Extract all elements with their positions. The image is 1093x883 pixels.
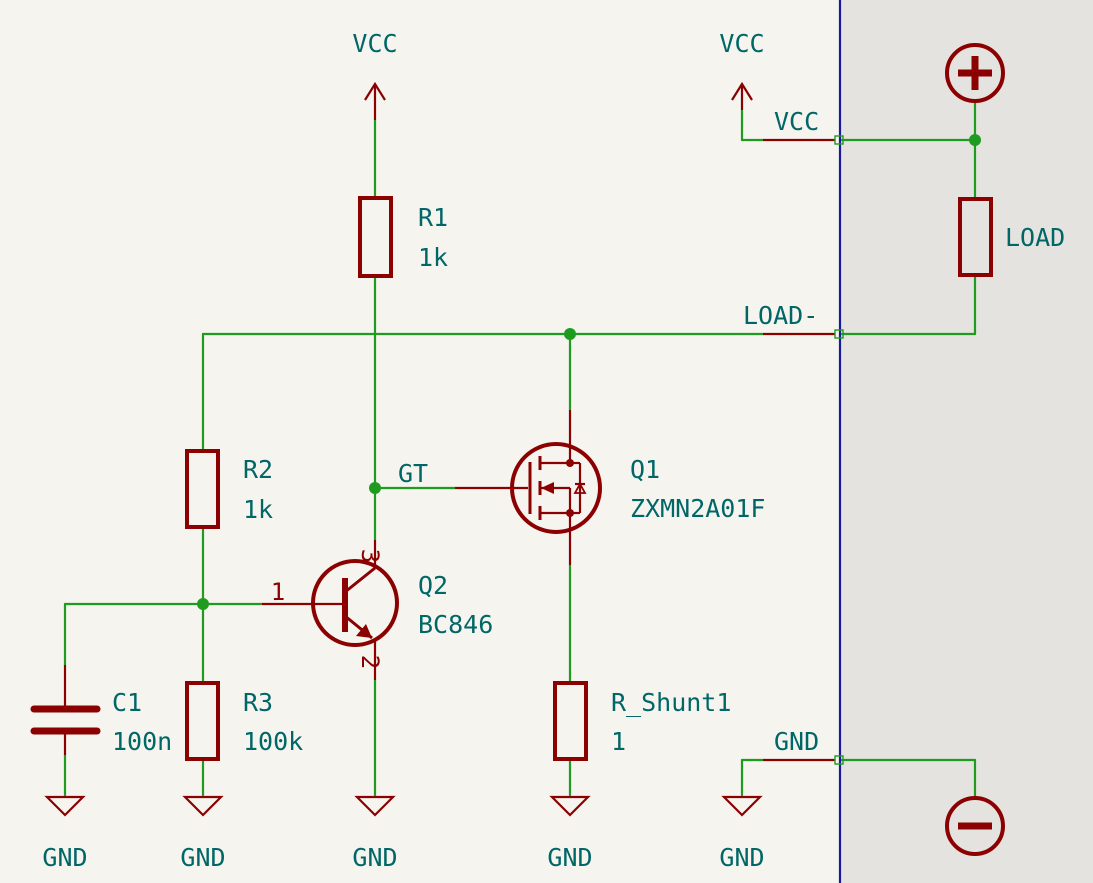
net-label-load-minus: LOAD- [743, 301, 818, 330]
q1-ref: Q1 [630, 455, 660, 484]
q2-ref: Q2 [418, 571, 448, 600]
gnd-label: GND [42, 843, 87, 872]
net-label-gate: GT [398, 459, 428, 488]
resistor-r3[interactable]: R3 100k [185, 681, 303, 761]
gnd-label: GND [180, 843, 225, 872]
capacitor-c1[interactable]: C1 100n [30, 665, 172, 756]
minus-terminal-icon[interactable] [945, 796, 1005, 856]
load-ref: LOAD [1005, 223, 1065, 252]
gnd-symbol-rshunt[interactable]: GND [547, 795, 593, 872]
vcc-symbol-r1[interactable]: VCC [352, 29, 398, 120]
gnd-label: GND [352, 843, 397, 872]
plus-terminal-icon[interactable] [945, 43, 1005, 103]
gnd-label: GND [547, 843, 592, 872]
vcc-label: VCC [352, 29, 397, 58]
q2-value: BC846 [418, 610, 493, 639]
gnd-label: GND [719, 843, 764, 872]
mosfet-q1[interactable]: Q1 ZXMN2A01F [455, 410, 765, 565]
net-label-vcc: VCC [774, 107, 819, 136]
wires [63, 99, 977, 800]
gnd-symbol-q2[interactable]: GND [352, 795, 398, 872]
r2-value: 1k [243, 495, 273, 524]
vcc-label: VCC [719, 29, 764, 58]
r3-ref: R3 [243, 688, 273, 717]
r1-ref: R1 [418, 203, 448, 232]
q2-pin-collector: 3 [356, 549, 384, 563]
q2-pin-base: 1 [271, 578, 285, 606]
sheet-pins [763, 135, 844, 765]
c1-ref: C1 [112, 688, 142, 717]
vcc-symbol-load[interactable]: VCC [719, 29, 765, 110]
rshunt-value: 1 [611, 727, 626, 756]
gnd-symbol-output[interactable]: GND [719, 795, 765, 872]
q1-value: ZXMN2A01F [630, 494, 765, 523]
gnd-symbol-c1[interactable]: GND [42, 795, 88, 872]
r1-value: 1k [418, 243, 448, 272]
resistor-rshunt1[interactable]: R_Shunt1 1 [553, 681, 731, 761]
r2-ref: R2 [243, 455, 273, 484]
junctions [197, 134, 981, 610]
rshunt-ref: R_Shunt1 [611, 688, 731, 717]
c1-value: 100n [112, 727, 172, 756]
r3-value: 100k [243, 727, 303, 756]
resistor-r2[interactable]: R2 1k [185, 449, 273, 529]
resistor-r1[interactable]: R1 1k [358, 196, 448, 278]
gnd-symbol-r3[interactable]: GND [180, 795, 226, 872]
q2-pin-emitter: 2 [356, 655, 384, 669]
side-panel [840, 0, 1093, 883]
net-label-gnd: GND [774, 727, 819, 756]
transistor-q2[interactable]: 1 3 2 Q2 BC846 [262, 540, 493, 680]
resistor-load[interactable]: LOAD [958, 197, 1065, 277]
